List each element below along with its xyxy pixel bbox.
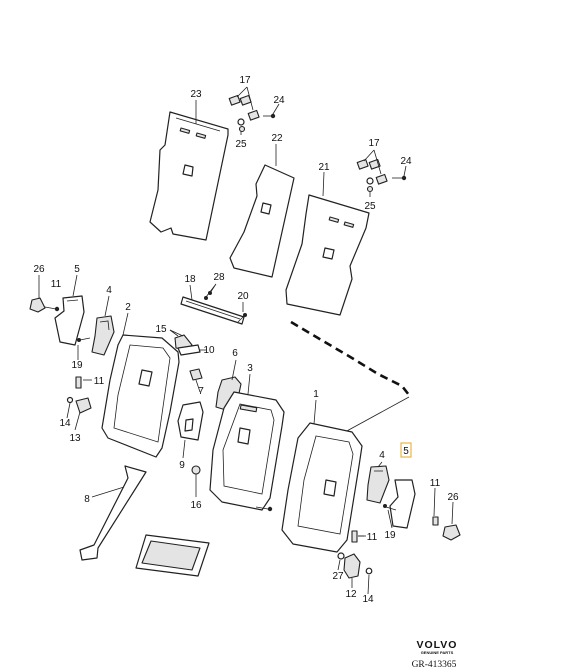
genuine-parts-text: GENUINE PARTS [421,650,454,655]
cover-5-right[interactable] [389,479,416,529]
backrest-panel-23[interactable] [149,111,229,241]
highlight-box-callout-5 [400,442,412,458]
callout-9: 9 [179,460,185,471]
dashed-assembly-line [290,320,411,396]
callout-10: 10 [203,345,215,356]
callout-21: 21 [318,162,330,173]
screw-3-bottom[interactable] [255,506,273,512]
callout-16: 16 [190,500,202,511]
bracket-18[interactable] [180,296,245,325]
latch-4-right[interactable] [366,465,390,504]
seatback-frame-3[interactable] [209,391,285,511]
callout-14-left: 14 [59,418,71,429]
backrest-panel-22[interactable] [229,164,295,278]
callout-5-left: 5 [74,264,80,275]
screw-11-right[interactable] [432,516,439,526]
cover-5-left[interactable] [54,295,85,346]
cushion-pad[interactable] [135,534,210,577]
callout-7: 7 [198,386,204,397]
screw-16[interactable] [191,465,201,484]
callout-3: 3 [247,363,253,374]
callout-28: 28 [213,272,225,283]
callout-2: 2 [125,302,131,313]
callout-24-right: 24 [400,156,412,167]
clip-26-left[interactable] [29,297,46,313]
callout-12: 12 [345,589,357,600]
clip-17-right[interactable] [356,149,388,185]
washer-25-right[interactable] [366,177,374,193]
washer-14-right[interactable] [365,567,373,575]
screw-11-left[interactable] [44,306,60,312]
callout-23: 23 [190,89,202,100]
callout-1: 1 [313,389,319,400]
diagram-code: GR-413365 [412,660,457,670]
callout-11-middle: 11 [94,376,105,387]
callout-8: 8 [84,494,90,505]
screw-11-bottom[interactable] [351,530,364,543]
callout-19-right: 19 [384,530,396,541]
screw-19-left[interactable] [77,337,91,342]
screw-20[interactable] [237,313,247,323]
callout-20: 20 [237,291,249,302]
callout-27: 27 [332,571,344,582]
callout-19-left: 19 [71,360,83,371]
callout-labels: 23 17 24 25 22 17 24 21 25 18 28 20 26 1… [33,75,459,605]
handle-10[interactable] [177,344,201,356]
callout-13: 13 [69,433,81,444]
callout-15: 15 [155,324,167,335]
callout-25-right: 25 [364,201,376,212]
seatback-frame-2[interactable] [101,334,180,458]
callout-17-right: 17 [368,138,380,149]
callout-18: 18 [184,274,196,285]
screw-28[interactable] [204,283,217,300]
callout-11-left: 11 [51,279,62,290]
callout-24-upper: 24 [273,95,285,106]
callout-11-right: 11 [430,478,441,489]
backrest-panel-21[interactable] [285,194,370,316]
bracket-13[interactable] [75,397,92,414]
callout-14-right: 14 [362,594,374,605]
screw-24-right[interactable] [392,175,407,181]
callout-25-upper: 25 [235,139,247,150]
callout-26-left: 26 [33,264,45,275]
clip-26-right[interactable] [442,524,461,541]
strap-8[interactable] [79,465,147,561]
callout-26-right: 26 [447,492,459,503]
screw-7[interactable] [189,368,203,381]
washer-14-left[interactable] [66,396,74,404]
pivot-12[interactable] [343,553,361,579]
callout-17-upper: 17 [239,75,251,86]
seatback-frame-1[interactable] [281,422,363,553]
callout-4-right: 4 [379,450,385,461]
screw-24-upper[interactable] [263,113,276,119]
callout-22: 22 [271,133,283,144]
callout-6: 6 [232,348,238,359]
callout-4-left: 4 [106,285,112,296]
cover-9[interactable] [177,401,204,441]
latch-4-left[interactable] [91,315,115,356]
washer-25-upper[interactable] [237,118,246,133]
screw-11-middle[interactable] [75,376,92,389]
callout-11-bottom: 11 [367,532,378,543]
callout-5-right: 5 [403,446,409,457]
leader-lines [38,100,454,595]
brand-block: VOLVO GENUINE PARTS GR-413365 [412,639,458,670]
clip-17-upper[interactable] [228,86,260,121]
washer-27[interactable] [337,552,345,560]
screw-19-right[interactable] [383,504,397,511]
volvo-logo-text: VOLVO [417,639,458,651]
